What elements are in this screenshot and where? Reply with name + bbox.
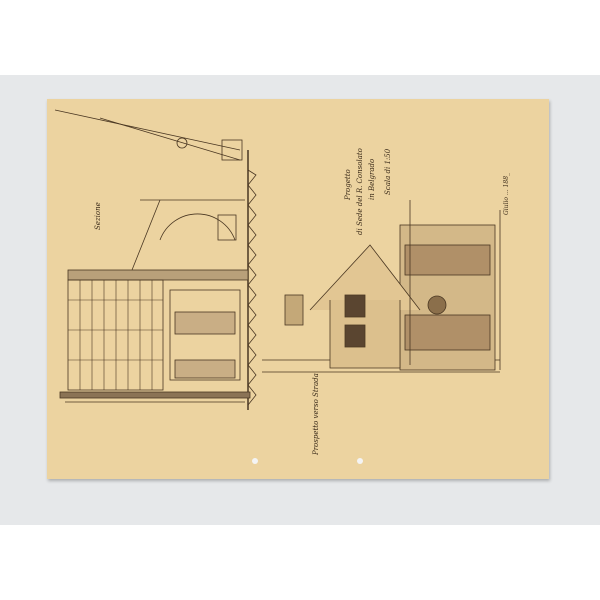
section-label: Sezione [94, 202, 102, 230]
facade-drawing [262, 200, 501, 373]
title-block-line1: di Sede del R. Consolato [356, 148, 364, 235]
title-block-line2: in Belgrado [368, 159, 376, 200]
section-drawing [54, 109, 257, 410]
punch-hole [252, 458, 258, 464]
title-block-scale: Scala di 1:50 [384, 148, 392, 195]
facade-label: Prospetto verso Strada [312, 373, 320, 456]
signature: Giulio ... 188_ [503, 173, 510, 215]
title-block-title: Progetto [344, 169, 352, 201]
punch-hole [357, 458, 363, 464]
